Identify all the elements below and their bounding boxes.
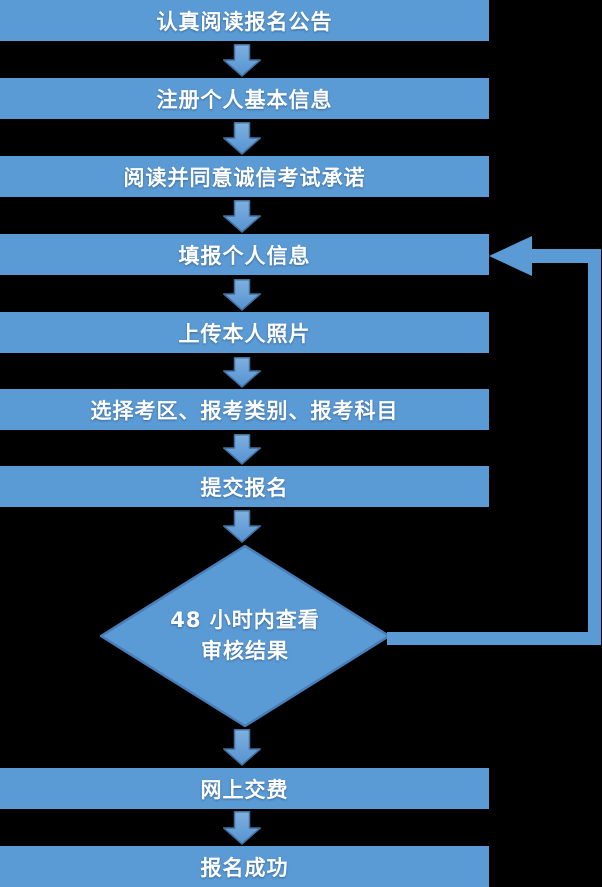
step-upload-photo: 上传本人照片 bbox=[0, 312, 489, 353]
step-fill-personal-info: 填报个人信息 bbox=[0, 234, 489, 275]
down-arrow-icon bbox=[223, 811, 261, 845]
decision-line-1: 48 小时内查看 bbox=[170, 608, 320, 632]
down-arrow-icon bbox=[223, 279, 261, 311]
down-arrow-icon bbox=[223, 434, 261, 465]
decision-review-result-shape bbox=[99, 544, 391, 728]
down-arrow-icon bbox=[223, 200, 261, 233]
down-arrow-icon bbox=[223, 510, 261, 543]
down-arrow-icon bbox=[223, 357, 261, 388]
down-arrow-icon bbox=[223, 729, 261, 766]
down-arrow-icon bbox=[223, 122, 261, 155]
step-registration-success: 报名成功 bbox=[0, 846, 489, 887]
loop-top-segment bbox=[530, 249, 601, 263]
decision-line-2: 审核结果 bbox=[201, 639, 289, 663]
loop-bottom-segment bbox=[387, 632, 601, 645]
decision-review-result-label: 48 小时内查看 审核结果 bbox=[99, 544, 391, 728]
step-select-exam-options: 选择考区、报考类别、报考科目 bbox=[0, 389, 489, 430]
down-arrow-icon bbox=[223, 44, 261, 77]
loop-arrowhead-icon bbox=[489, 236, 532, 276]
loop-vertical-segment bbox=[588, 249, 601, 645]
step-register-basic-info: 注册个人基本信息 bbox=[0, 78, 489, 119]
step-submit-registration: 提交报名 bbox=[0, 466, 489, 507]
step-agree-integrity-pledge: 阅读并同意诚信考试承诺 bbox=[0, 156, 489, 197]
step-read-announcement: 认真阅读报名公告 bbox=[0, 0, 489, 41]
step-pay-online: 网上交费 bbox=[0, 768, 489, 809]
